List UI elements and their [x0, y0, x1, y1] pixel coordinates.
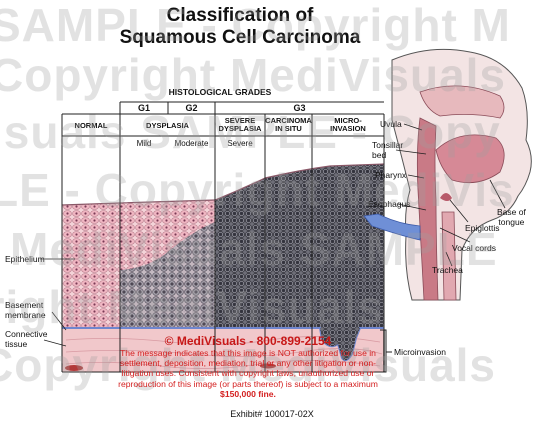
- label-connective-tissue: Connective tissue: [5, 329, 48, 349]
- pharynx-tube: [416, 117, 439, 301]
- column-dysplasia: DYSPLASIA: [146, 121, 189, 130]
- subgrade-moderate: Moderate: [174, 139, 209, 148]
- column-severe-dysplasia: SEVERE DYSPLASIA: [215, 117, 265, 133]
- subgrade-severe: Severe: [227, 139, 253, 148]
- label-microinvasion: Microinvasion: [394, 347, 446, 357]
- column-severe-dysplasia-line: DYSPLASIA: [218, 124, 262, 133]
- label-tonsillar-line: Tonsillar: [372, 140, 404, 150]
- column-grid: [61, 101, 385, 373]
- title-line-1: Classification of: [166, 5, 314, 26]
- trachea-tube: [441, 211, 457, 301]
- column-severe-dysplasia-line: SEVERE: [224, 116, 256, 125]
- label-esophagus: Esophagus: [368, 199, 411, 209]
- microinvasion-bracket: [380, 329, 387, 373]
- copyright-notice: © MediVisuals - 800-899-2154 The message…: [110, 334, 386, 399]
- invasive-cells: [320, 328, 360, 361]
- normal-epithelium: [62, 203, 120, 328]
- epiglottis-shape: [440, 193, 452, 201]
- label-basement-line: membrane: [5, 310, 46, 320]
- notice-body: The message indicates that this image is…: [118, 348, 378, 389]
- section-header: HISTOLOGICAL GRADES: [168, 87, 272, 97]
- column-carcinoma-line: IN SITU: [275, 124, 302, 133]
- label-base-of-tongue: Base of tongue: [497, 207, 526, 227]
- title-line-2: Squamous Cell Carcinoma: [119, 27, 361, 48]
- dysplastic-cells: [120, 222, 215, 328]
- column-micro-invasion: MICRO- INVASION: [312, 117, 384, 133]
- column-carcinoma-in-situ: CARCINOMA IN SITU: [265, 117, 312, 133]
- column-micro-invasion-line: INVASION: [330, 124, 366, 133]
- label-connective-line: tissue: [5, 339, 28, 349]
- column-carcinoma-line: CARCINOMA: [265, 116, 312, 125]
- right-leaders: [395, 123, 506, 267]
- label-basement-line: Basement: [5, 300, 44, 310]
- notice-brand: © MediVisuals - 800-899-2154: [164, 334, 332, 348]
- blood-vessel: [65, 365, 83, 371]
- notice-amount: $150,000 fine.: [220, 388, 276, 399]
- label-tonsillar-bed: Tonsillar bed: [372, 140, 403, 160]
- head-anatomy: [363, 48, 532, 301]
- label-uvula: Uvula: [380, 119, 402, 129]
- subgrade-mild: Mild: [136, 139, 152, 148]
- esophagus-tube: [363, 213, 421, 241]
- column-micro-invasion-line: MICRO-: [334, 116, 362, 125]
- label-tonsillar-line: bed: [372, 150, 387, 160]
- label-epiglottis: Epiglottis: [465, 223, 500, 233]
- label-vocal-cords: Vocal cords: [452, 243, 496, 253]
- label-connective-line: Connective: [5, 329, 48, 339]
- label-trachea: Trachea: [432, 265, 463, 275]
- grade-g3: G3: [293, 103, 306, 113]
- label-basement-membrane: Basement membrane: [5, 300, 46, 320]
- label-base-of-tongue-line: tongue: [498, 217, 525, 227]
- blood-vessel: [260, 363, 276, 369]
- exhibit-footer: Exhibit# 100017-02X: [230, 409, 314, 419]
- left-leaders: [40, 258, 75, 347]
- column-normal: NORMAL: [74, 121, 108, 130]
- tongue: [435, 134, 505, 184]
- label-epithelium: Epithelium: [5, 254, 45, 264]
- carcinoma-epithelium: [215, 164, 384, 328]
- nasal-cavity: [419, 85, 505, 119]
- grade-g2: G2: [185, 103, 198, 113]
- label-base-of-tongue-line: Base of: [497, 207, 526, 217]
- label-pharynx: Pharynx: [375, 170, 407, 180]
- grade-g1: G1: [137, 103, 150, 113]
